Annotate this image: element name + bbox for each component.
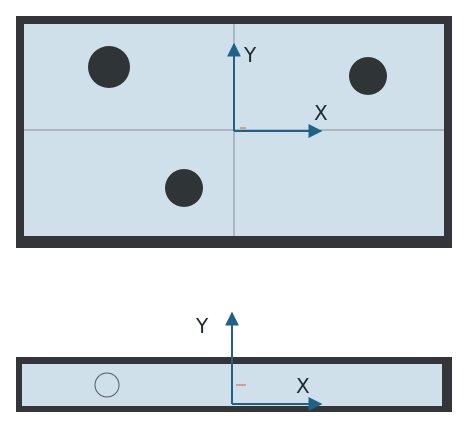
hole-bottom-center [165,169,203,207]
side-x-axis-label: X [296,374,310,398]
hole-top-right [349,57,387,95]
hidden-hole-outline [94,372,120,398]
top-y-axis-label: Y [243,43,257,67]
hole-top-left [88,46,130,88]
top-view: Y X [16,16,452,248]
side-y-axis-label: Y [195,314,209,338]
top-x-axis-label: X [314,101,328,125]
side-view: Y X [16,311,452,412]
